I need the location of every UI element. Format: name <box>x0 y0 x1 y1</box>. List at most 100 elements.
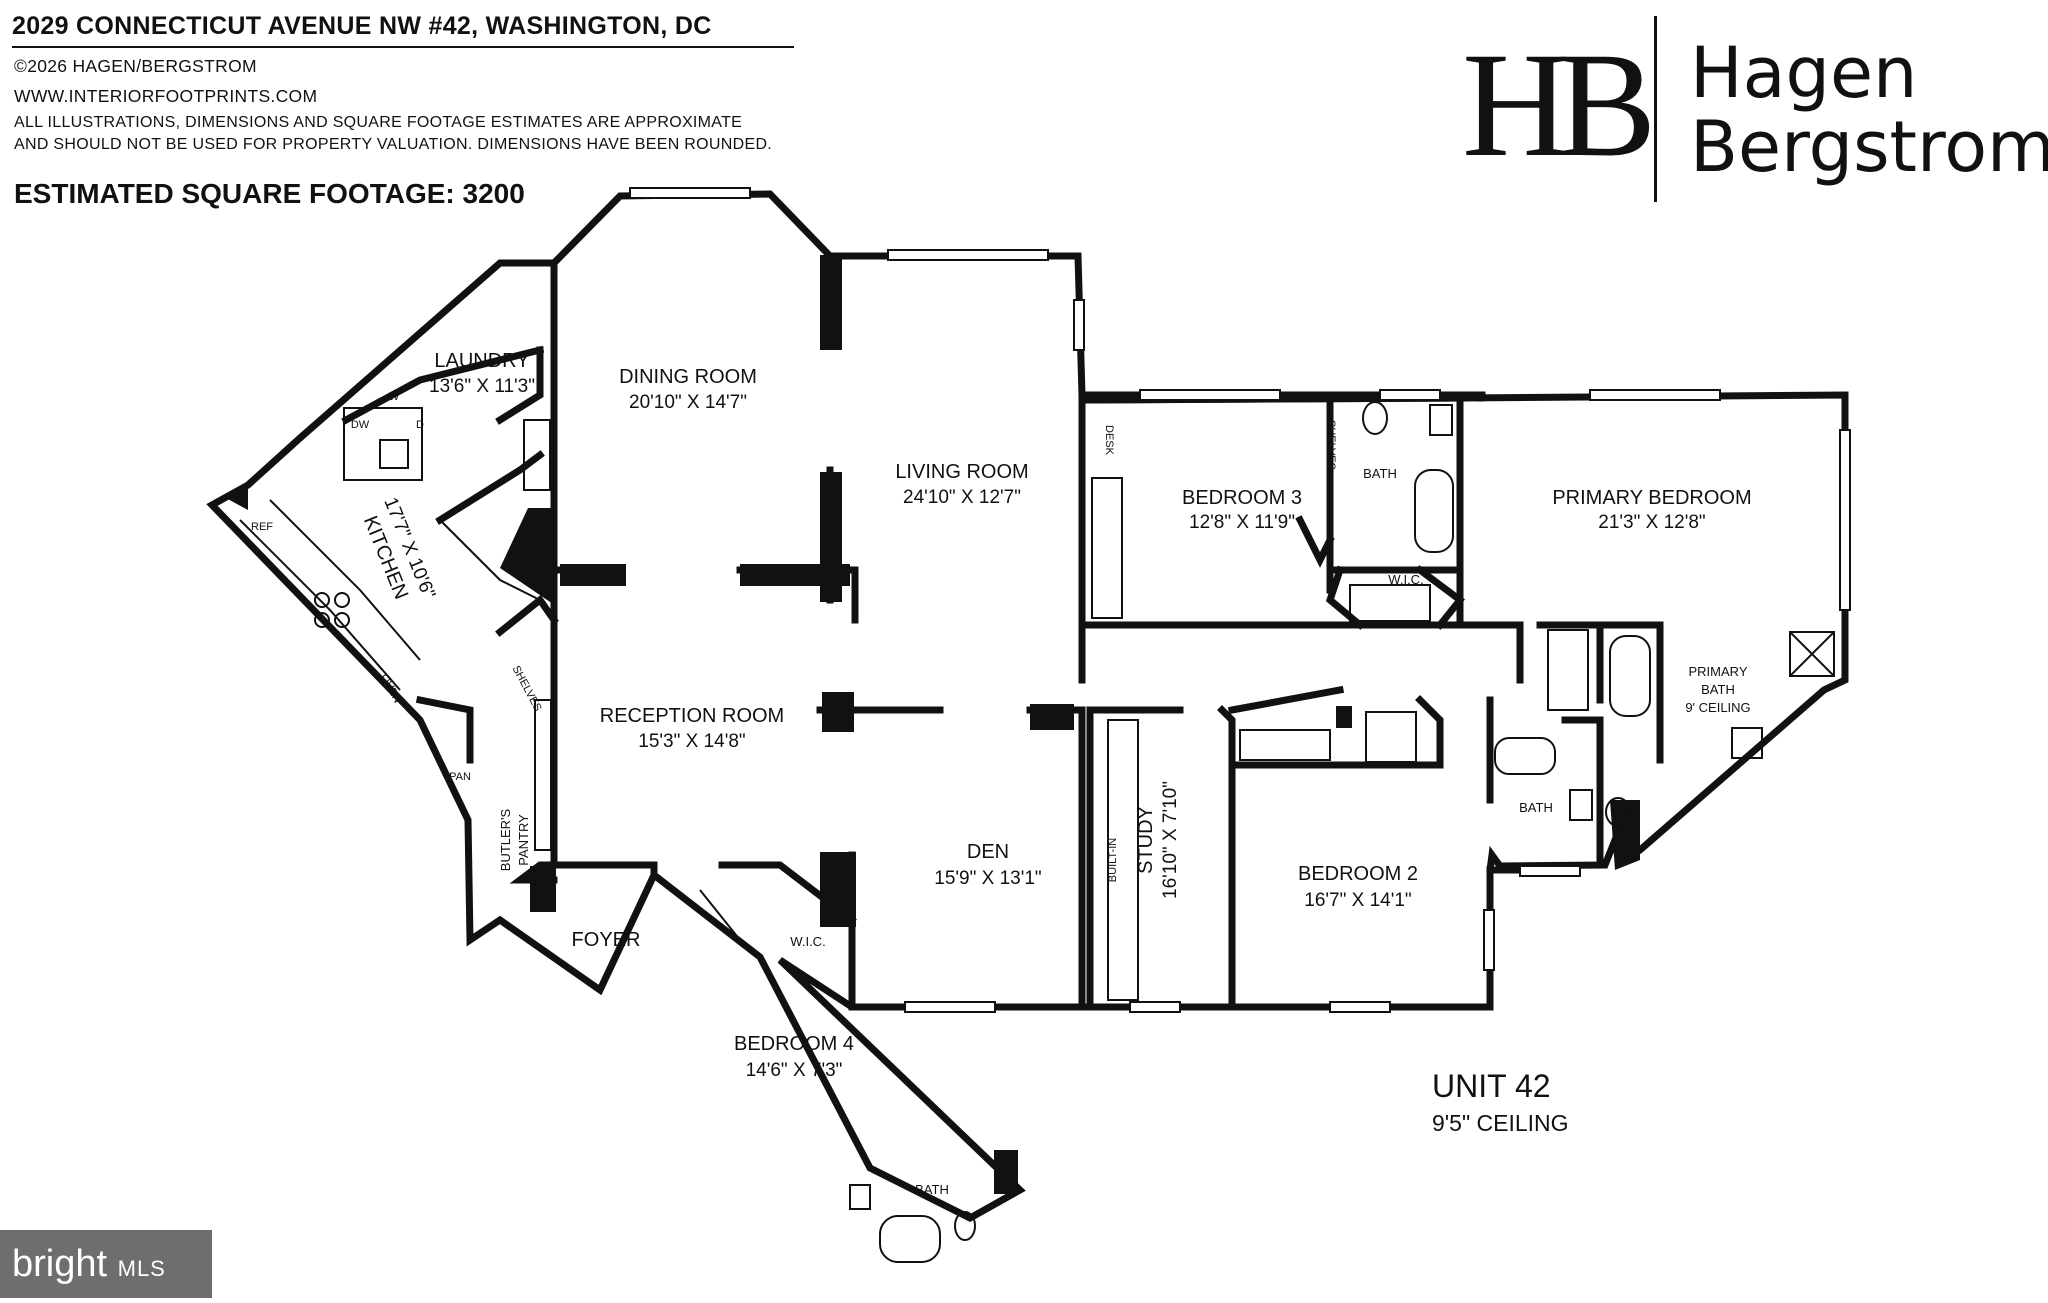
counter <box>269 499 421 661</box>
bathtub <box>879 1215 941 1263</box>
column <box>500 508 556 606</box>
study-name: STUDY <box>1135 806 1157 874</box>
laundry-counter <box>343 407 423 481</box>
counter <box>239 519 401 691</box>
logo-divider <box>1654 16 1657 202</box>
shelves-label-bedroom-3: SHELVES <box>1325 420 1337 470</box>
stair-hatch <box>699 889 741 941</box>
website-link: WWW.INTERIORFOOTPRINTS.COM <box>14 86 318 106</box>
interior-wall <box>495 594 559 637</box>
window <box>1483 909 1495 971</box>
butlers-pantry-line-2: PANTRY <box>516 814 531 866</box>
interior-wall <box>341 345 545 425</box>
laundry-name: LAUNDRY <box>434 350 529 372</box>
den-name: DEN <box>967 841 1009 863</box>
unit-label: UNIT 42 <box>1432 1068 1551 1104</box>
closet-shelving <box>534 477 1589 1001</box>
column <box>560 564 626 586</box>
burner <box>314 592 330 608</box>
bedroom-3-name: BEDROOM 3 <box>1182 487 1302 509</box>
foyer-name: FOYER <box>572 929 641 951</box>
living-room-name: LIVING ROOM <box>895 461 1028 483</box>
disclaimer-line-2: AND SHOULD NOT BE USED FOR PROPERTY VALU… <box>14 136 773 153</box>
burner <box>314 612 330 628</box>
shelves-label-pantry: SHELVES <box>510 664 544 714</box>
interior-wall <box>1325 565 1365 630</box>
primary-bedroom-name: PRIMARY BEDROOM <box>1552 487 1751 509</box>
desk-label: DESK <box>1103 425 1115 456</box>
interior-wall <box>1217 705 1236 1011</box>
primary-bedroom-dims: 21'3" X 12'8" <box>1598 512 1705 533</box>
kitchen-sink <box>379 439 409 469</box>
dining-room-dims: 20'10" X 14'7" <box>629 392 747 413</box>
window <box>887 249 1049 261</box>
structural-columns <box>224 255 1640 1194</box>
column <box>1336 706 1352 728</box>
column <box>994 1150 1018 1194</box>
mls-brand: bright <box>12 1243 108 1285</box>
window <box>629 187 751 199</box>
toilet <box>1362 401 1388 435</box>
bathtub <box>1414 469 1454 553</box>
w-label: W <box>389 391 400 403</box>
bedroom-2-name: BEDROOM 2 <box>1298 863 1418 885</box>
interior-wall <box>1415 695 1444 769</box>
wic-label-bedroom-3: W.I.C. <box>1388 572 1423 587</box>
bedroom-2-dims: 16'7" X 14'1" <box>1304 890 1411 911</box>
copyright-notice: ©2026 HAGEN/BERGSTROM <box>14 56 257 76</box>
interior-wall <box>1078 621 1524 684</box>
interior-wall <box>1026 706 1086 1011</box>
primary-bath-line-2: BATH <box>1701 682 1735 697</box>
logo-name-line-1: Hagen <box>1690 32 1918 114</box>
bath-fixtures <box>849 401 1835 1263</box>
shower <box>1789 631 1835 677</box>
square-footage: ESTIMATED SQUARE FOOTAGE: 3200 <box>14 178 525 209</box>
reception-room-dims: 15'3" X 14'8" <box>638 731 745 752</box>
burner <box>334 612 350 628</box>
closet <box>1365 711 1417 763</box>
header-rule <box>12 46 794 48</box>
sink <box>1731 727 1763 759</box>
kitchen-counters <box>239 407 551 691</box>
window <box>1519 865 1581 877</box>
interior-wall <box>495 346 544 425</box>
pan-label: PAN <box>449 771 471 783</box>
closet <box>1547 629 1589 711</box>
toilet <box>1605 797 1631 827</box>
interior-wall <box>415 695 474 764</box>
column <box>1610 800 1640 870</box>
sink <box>849 1184 871 1210</box>
windows <box>629 187 1851 1013</box>
bath-label-bedroom-3: BATH <box>1363 466 1397 481</box>
column <box>820 255 842 350</box>
interior-wall <box>1561 716 1604 864</box>
closet <box>1091 477 1123 619</box>
living-room-dims: 24'10" X 12'7" <box>903 487 1021 508</box>
column <box>224 488 248 510</box>
window <box>1329 1001 1391 1013</box>
toilet <box>954 1211 976 1241</box>
wic-label-bedroom-4: W.I.C. <box>790 934 825 949</box>
pantry-shelving <box>534 699 552 851</box>
window <box>1129 1001 1181 1013</box>
dw-label: DW <box>351 419 370 431</box>
primary-bath-line-3: 9' CEILING <box>1685 700 1750 715</box>
column <box>530 866 556 912</box>
d-label: D <box>416 419 424 431</box>
ref-label: REF <box>251 521 273 533</box>
sink <box>1429 404 1453 436</box>
window <box>1073 299 1085 351</box>
logo-name-line-2: Bergstrom <box>1690 106 2048 188</box>
window <box>1139 389 1281 401</box>
outer-wall <box>206 259 1849 1222</box>
unit-ceiling: 9'5" CEILING <box>1432 1110 1569 1136</box>
built-in-label: BUILT-IN <box>1107 838 1119 882</box>
mls-suffix: MLS <box>117 1256 166 1281</box>
window <box>1589 389 1721 401</box>
butlers-pantry-line-1: BUTLER'S <box>498 808 513 871</box>
window <box>1379 389 1441 401</box>
window <box>1839 429 1851 611</box>
sink <box>1569 789 1593 821</box>
bedroom-4-dims: 14'6" X 7'3" <box>746 1060 843 1081</box>
